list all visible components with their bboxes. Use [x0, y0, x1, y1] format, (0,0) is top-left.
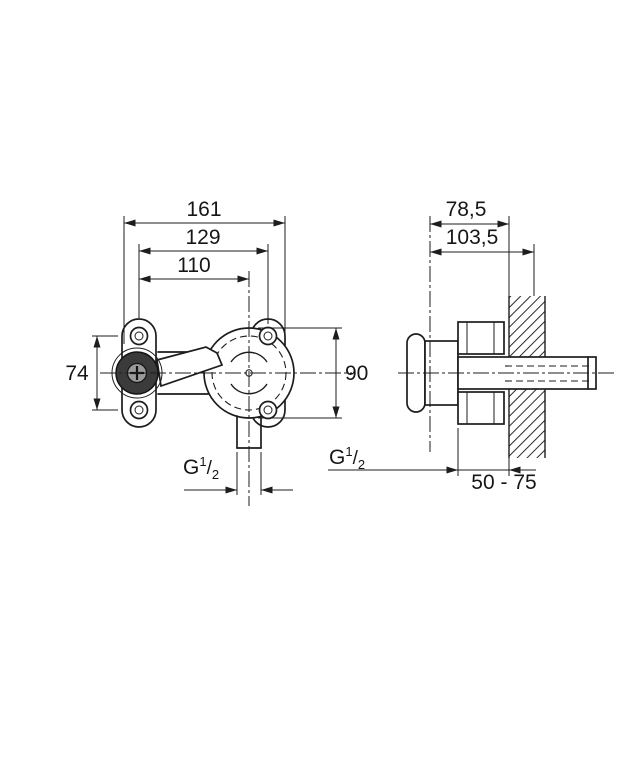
screw-top-right [258, 326, 278, 346]
dim-depth-max: 103,5 [430, 226, 534, 256]
dim-90-label: 90 [345, 362, 368, 385]
side-view: 78,5 103,5 G1/2 50 - 75 [328, 198, 614, 494]
front-dimensions: 161 129 110 74 [65, 198, 368, 506]
dim-161-label: 161 [186, 198, 221, 221]
side-dimensions: 78,5 103,5 G1/2 50 - 75 [328, 198, 614, 494]
bottom-connection [457, 391, 505, 425]
front-view: 161 129 110 74 [65, 198, 368, 506]
dim-hole-spacing: 129 [139, 226, 268, 255]
dim-depth-min: 78,5 [430, 198, 509, 228]
dim-103-label: 103,5 [446, 226, 499, 249]
thread-label-left: G1/2 [183, 454, 219, 482]
front-part [111, 318, 295, 449]
screw-top-left [129, 326, 149, 346]
dim-110-label: 110 [177, 254, 210, 277]
dim-thread-left: G1/2 [183, 452, 293, 495]
dim-body-height: 90 [258, 327, 368, 419]
dim-wall-range: 50 - 75 [457, 428, 537, 494]
dim-total-width: 161 [124, 198, 285, 227]
top-connection [457, 321, 505, 355]
screw-bottom-left [129, 400, 149, 420]
dim-50-75-label: 50 - 75 [471, 471, 536, 494]
dim-74-label: 74 [65, 362, 89, 385]
dim-129-label: 129 [185, 226, 220, 249]
screw-bottom-right [258, 400, 278, 420]
thread-label-right: G1/2 [329, 444, 365, 472]
dim-thread-right: G1/2 [328, 444, 458, 474]
dim-78-label: 78,5 [446, 198, 487, 221]
dim-hole-height: 74 [65, 335, 118, 411]
dim-center-offset: 110 [139, 254, 249, 283]
